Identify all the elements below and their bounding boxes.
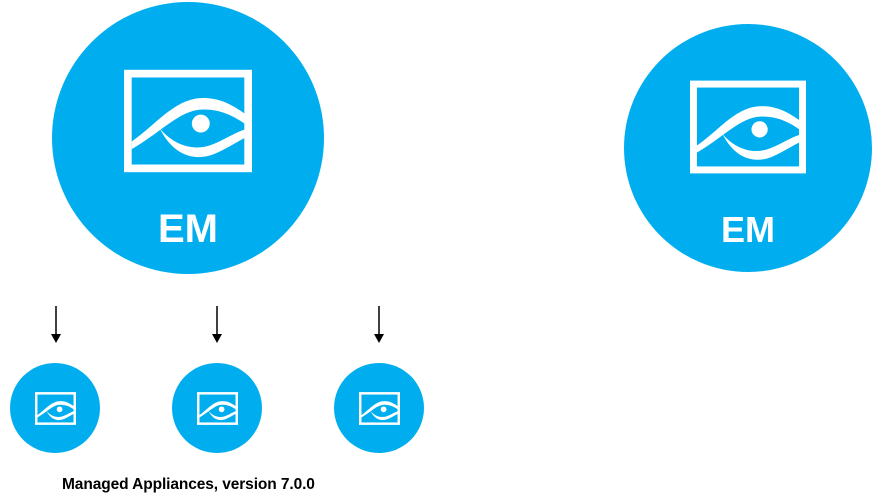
appliance-logo-3: [334, 363, 424, 453]
em-logo-primary: EM: [52, 2, 324, 274]
em-logo-circle: [52, 2, 324, 274]
em-logo-secondary: EM: [624, 24, 872, 272]
appliance-circle: [172, 363, 262, 453]
em-logo-circle: [624, 24, 872, 272]
appliance-logo-2: [172, 363, 262, 453]
em-logo-text: EM: [158, 207, 218, 251]
caption-managed-appliances: Managed Appliances, version 7.0.0: [62, 476, 315, 493]
down-arrow-icon: [374, 306, 384, 343]
appliance-circle: [334, 363, 424, 453]
down-arrow-icon: [212, 306, 222, 343]
appliance-circle: [10, 363, 100, 453]
down-arrow-icon: [51, 306, 61, 343]
appliance-logo-1: [10, 363, 100, 453]
em-logo-text: EM: [721, 209, 775, 250]
